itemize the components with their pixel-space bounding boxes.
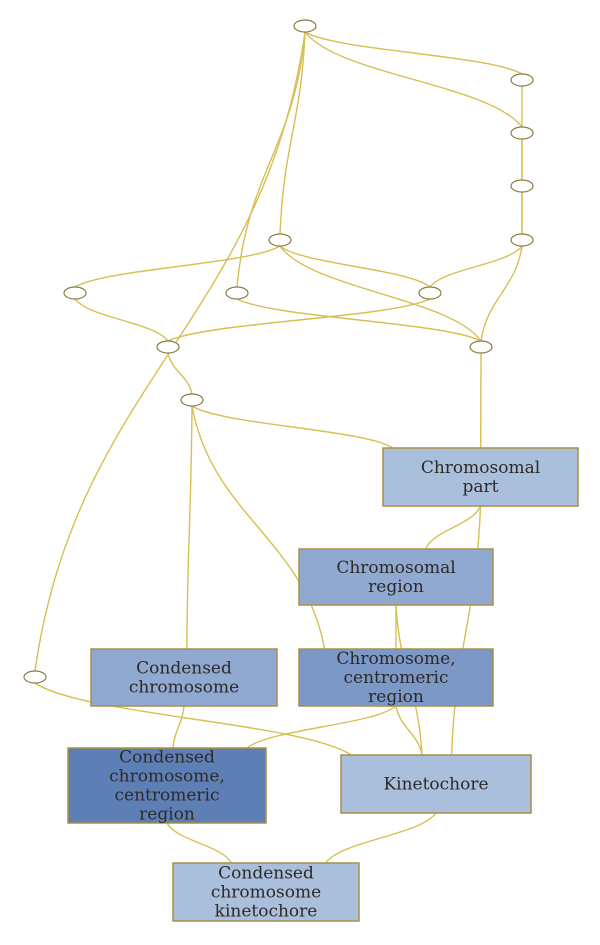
anonymous-term-node-n-r4[interactable] [510, 233, 534, 247]
term-label-line: Chromosome, [336, 649, 455, 669]
term-circle [293, 19, 317, 33]
term-circle [23, 670, 47, 684]
edge-n_mid-to-n_c4 [279, 245, 482, 342]
term-circle [418, 286, 442, 300]
anonymous-term-node-n-left[interactable] [63, 286, 87, 300]
edge-n_c2-to-n_c4 [236, 298, 482, 342]
term-label-line: region [368, 687, 424, 707]
anonymous-term-node-n-r2[interactable] [510, 126, 534, 140]
term-circle [510, 233, 534, 247]
term-box [340, 754, 532, 814]
anonymous-term-node-n-top[interactable] [293, 19, 317, 33]
term-label-line: Kinetochore [383, 774, 488, 794]
edge-n_top-to-n_r1 [304, 31, 523, 75]
term-label-line: chromosome [211, 882, 321, 902]
edge-condensed_chromosome-to-condensed_chromosome_centromeric_region [172, 705, 185, 749]
node-kinetochore[interactable]: Kinetochore [340, 754, 532, 814]
edge-n_d1-to-n_e1 [167, 352, 193, 395]
term-label-line: Condensed [136, 658, 232, 678]
term-box [172, 862, 360, 922]
anonymous-term-node-n-r3[interactable] [510, 179, 534, 193]
term-circle [469, 340, 493, 354]
edge-n_top-to-n_r2 [304, 31, 523, 128]
term-circle [510, 179, 534, 193]
term-label-line: Chromosomal [421, 458, 540, 478]
edge-n_e1-to-condensed_chromosome [186, 405, 193, 650]
term-circle [180, 393, 204, 407]
anonymous-term-node-n-c2[interactable] [225, 286, 249, 300]
term-label-line: region [139, 804, 195, 824]
term-circle [510, 126, 534, 140]
edge-chromosome_centromeric_region-to-condensed_chromosome_centromeric_region [246, 705, 397, 749]
term-circle [225, 286, 249, 300]
edge-n_far_left-to-kinetochore [34, 682, 352, 756]
edge-n_e1-to-chromosome_centromeric_region [191, 405, 326, 650]
edge-n_top-to-n_mid [279, 31, 306, 235]
edge-chromosomal_part-to-kinetochore [450, 505, 482, 756]
edge-n_r4-to-n_c4 [480, 245, 523, 342]
term-box [382, 447, 579, 507]
edge-n_left-to-n_d1 [74, 298, 169, 342]
term-label-line: kinetochore [215, 901, 318, 921]
edge-n_mid-to-n_left [74, 245, 281, 288]
term-circle [156, 340, 180, 354]
term-label-line: centromeric [344, 668, 449, 688]
node-layer: ChromosomalpartChromosomalregionCondense… [23, 19, 579, 922]
anonymous-term-node-n-e1[interactable] [180, 393, 204, 407]
term-label-line: centromeric [115, 785, 220, 805]
anonymous-term-node-n-d1[interactable] [156, 340, 180, 354]
term-label-line: Condensed [218, 863, 314, 883]
edge-n_mid-to-n_c3 [279, 245, 431, 288]
term-circle [510, 73, 534, 87]
term-label-line: Condensed [119, 747, 215, 767]
anonymous-term-node-n-far-left[interactable] [23, 670, 47, 684]
edge-n_top-to-n_c2 [236, 31, 306, 288]
edge-n_e1-to-chromosomal_part [191, 405, 394, 449]
term-box [298, 648, 494, 707]
term-circle [268, 233, 292, 247]
term-label-line: Chromosomal [336, 558, 455, 578]
anonymous-term-node-n-c3[interactable] [418, 286, 442, 300]
edge-n_c3-to-n_d1 [167, 298, 431, 342]
anonymous-term-node-n-mid[interactable] [268, 233, 292, 247]
term-circle [63, 286, 87, 300]
term-box [298, 548, 494, 606]
anonymous-term-node-n-c4[interactable] [469, 340, 493, 354]
edge-kinetochore-to-condensed_chromosome_kinetochore [324, 812, 437, 864]
term-label-line: region [368, 577, 424, 597]
anonymous-term-node-n-r1[interactable] [510, 73, 534, 87]
edge-condensed_chromosome_centromeric_region-to-condensed_chromosome_kinetochore [166, 822, 232, 864]
term-label-line: chromosome [129, 677, 239, 697]
edge-n_r4-to-n_c3 [429, 245, 523, 288]
term-box [67, 747, 267, 824]
edge-chromosomal_part-to-chromosomal_region [424, 505, 482, 550]
edge-chromosome_centromeric_region-to-kinetochore [395, 705, 423, 756]
term-label-line: chromosome, [109, 766, 225, 786]
term-label-line: part [463, 477, 499, 497]
edge-layer [34, 31, 523, 864]
term-box [90, 648, 278, 707]
